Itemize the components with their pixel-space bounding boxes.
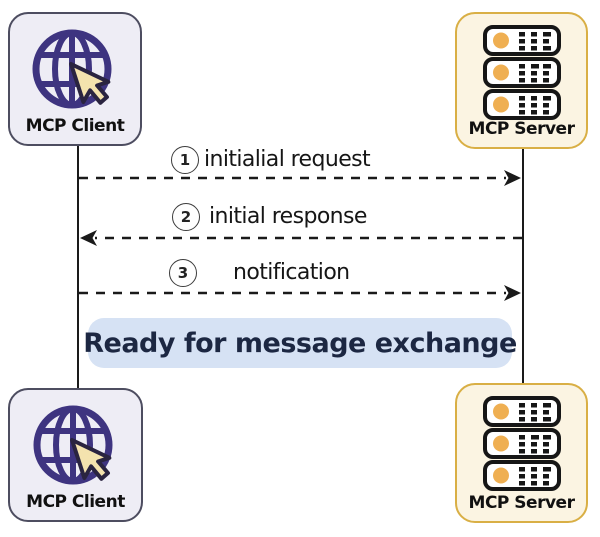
message-2-number-badge: 2 — [172, 203, 200, 231]
node-mcp-server-top: MCP Server — [455, 12, 588, 149]
message-1-number-badge: 1 — [171, 146, 199, 174]
message-1-number: 1 — [179, 151, 191, 169]
message-2-number: 2 — [180, 208, 192, 226]
message-3-number-badge: 3 — [169, 259, 197, 287]
arrow-initial-request-head — [504, 170, 521, 186]
node-label: MCP Server — [468, 119, 575, 139]
node-label: MCP Client — [25, 116, 125, 136]
message-2-label: initial response — [209, 204, 367, 229]
arrow-initial-response-head — [80, 230, 97, 246]
node-label: MCP Client — [26, 492, 125, 512]
globe-with-cursor-icon — [32, 29, 112, 109]
arrow-notification-head — [504, 285, 521, 301]
globe-with-cursor-icon — [33, 405, 112, 485]
server-stack-icon — [482, 25, 561, 120]
ready-status-text: Ready for message exchange — [83, 327, 517, 359]
server-stack-icon — [482, 396, 561, 491]
message-1-label: initialial request — [204, 147, 371, 172]
node-mcp-server-bottom: MCP Server — [455, 383, 588, 523]
ready-status-banner: Ready for message exchange — [83, 318, 517, 368]
node-mcp-client-bottom: MCP Client — [8, 388, 143, 522]
node-label: MCP Server — [468, 493, 575, 513]
node-mcp-client-top: MCP Client — [8, 12, 142, 146]
message-3-label: notification — [233, 260, 350, 285]
message-3-number: 3 — [177, 264, 189, 282]
